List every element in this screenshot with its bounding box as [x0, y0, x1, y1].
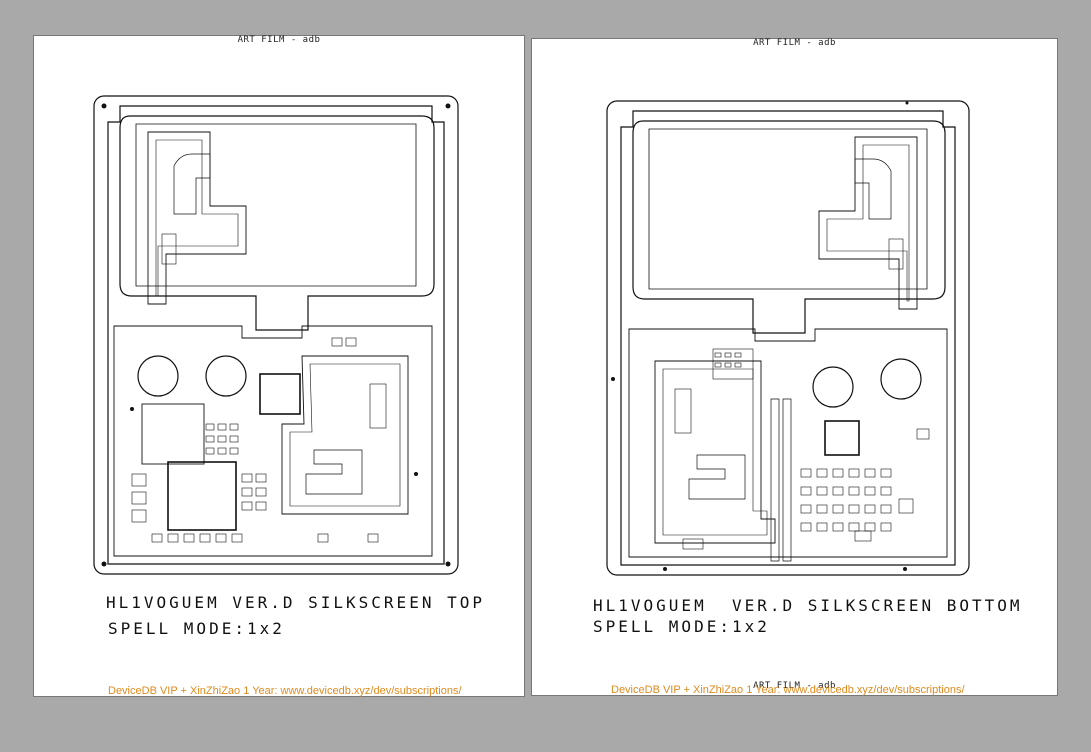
film-label-bottom: ART FILM - adb: [753, 681, 836, 691]
pcb-bottom-outline: [606, 100, 970, 576]
board-title: HL1VOGUEM VER.D SILKSCREEN TOP: [106, 593, 485, 612]
watermark: DeviceDB VIP + XinZhiZao 1 Year: www.dev…: [108, 685, 462, 697]
watermark: DeviceDB VIP + XinZhiZao 1 Year: www.dev…: [611, 684, 965, 696]
film-label: ART FILM - adb: [237, 35, 321, 45]
page-silkscreen-bottom: ART FILM - adb: [531, 38, 1058, 696]
spell-mode: SPELL MODE:1x2: [593, 617, 770, 636]
pcb-top-outline: [93, 95, 459, 575]
board-title: HL1VOGUEM VER.D SILKSCREEN BOTTOM: [593, 596, 1023, 615]
spell-mode: SPELL MODE:1x2: [108, 619, 285, 638]
page-silkscreen-top: ART FILM - adb: [33, 35, 525, 697]
film-label: ART FILM - adb: [753, 38, 836, 48]
